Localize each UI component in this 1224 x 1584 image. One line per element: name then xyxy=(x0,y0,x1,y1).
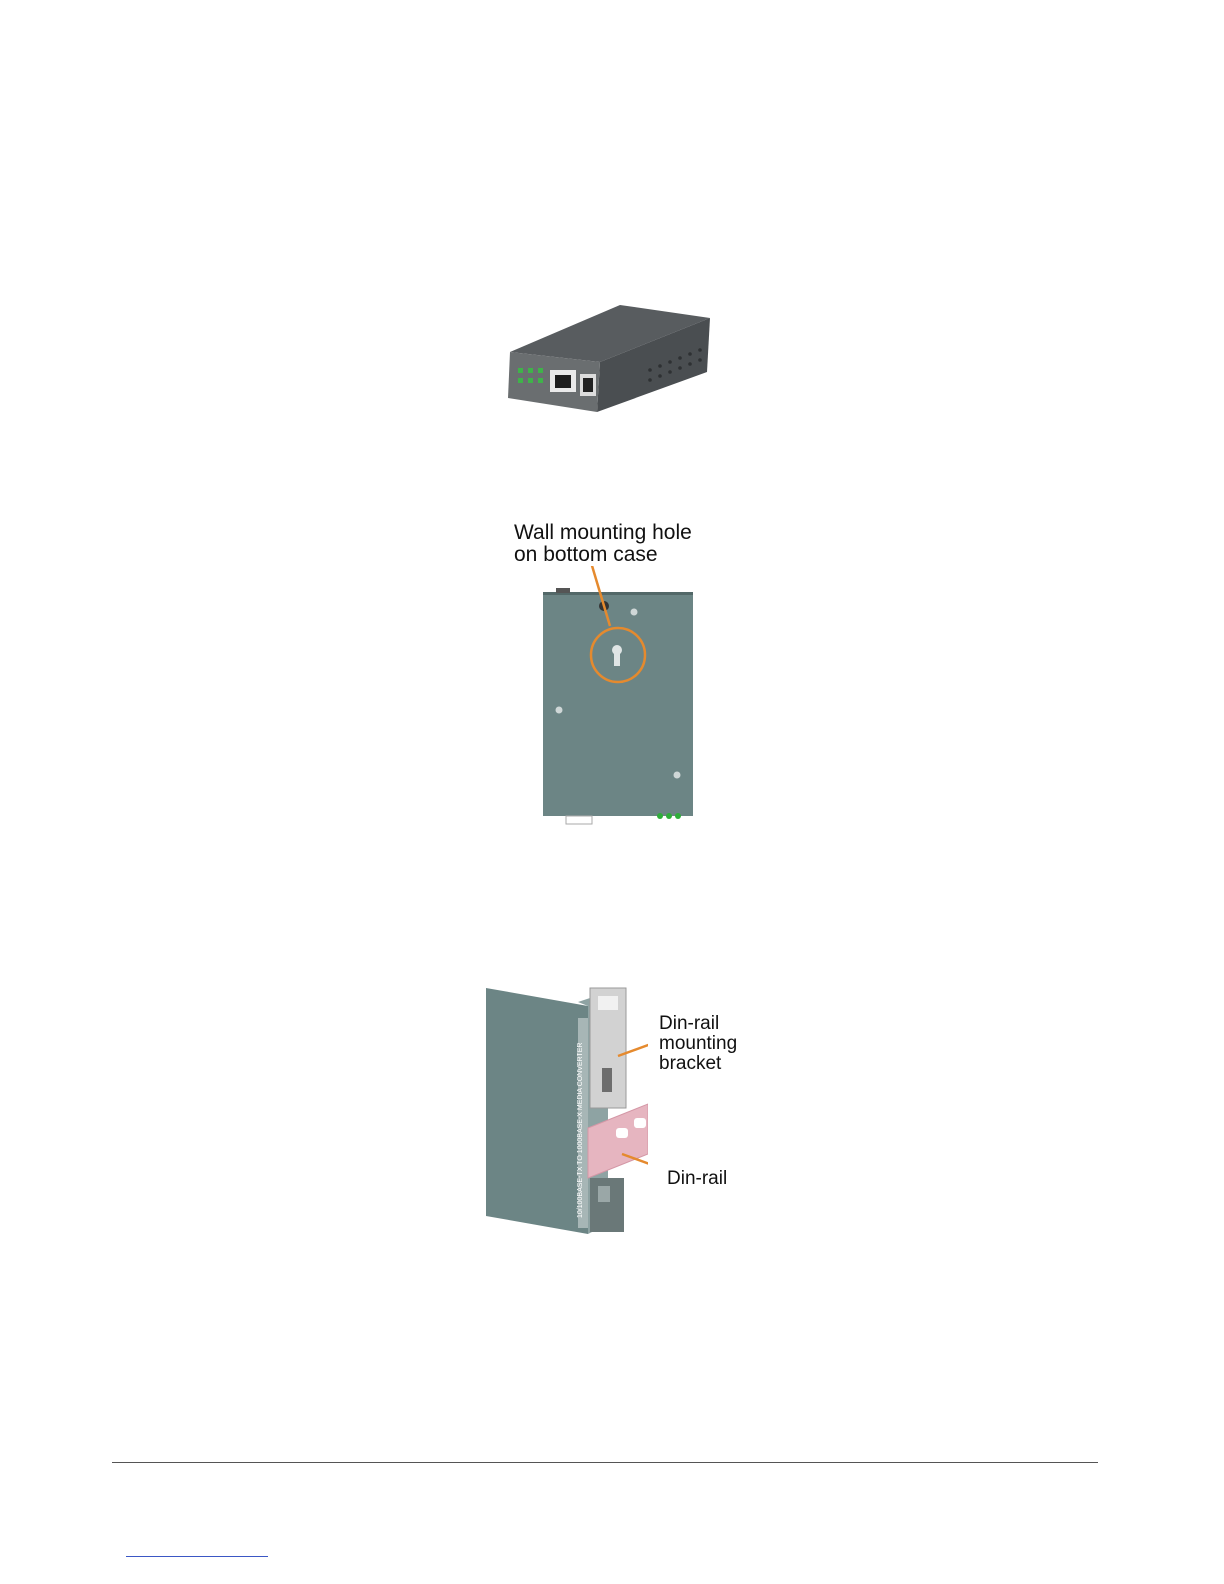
din-rail-bracket-label: Din-rail mounting bracket xyxy=(659,1014,739,1074)
din-rail-diagram: 10/100BASE-TX TO 1000BASE-X MEDIA CONVER… xyxy=(478,978,648,1240)
footer-link-underline[interactable] xyxy=(126,1556,268,1557)
media-converter-photo xyxy=(500,300,722,415)
wall-mount-callout-label: Wall mounting hole on bottom case xyxy=(514,522,714,566)
din-rail-side-text: 10/100BASE-TX TO 1000BASE-X MEDIA CONVER… xyxy=(577,1043,584,1218)
din-rail-label: Din-rail xyxy=(667,1169,747,1189)
footer-divider xyxy=(112,1462,1098,1463)
wall-mount-diagram xyxy=(538,566,698,828)
